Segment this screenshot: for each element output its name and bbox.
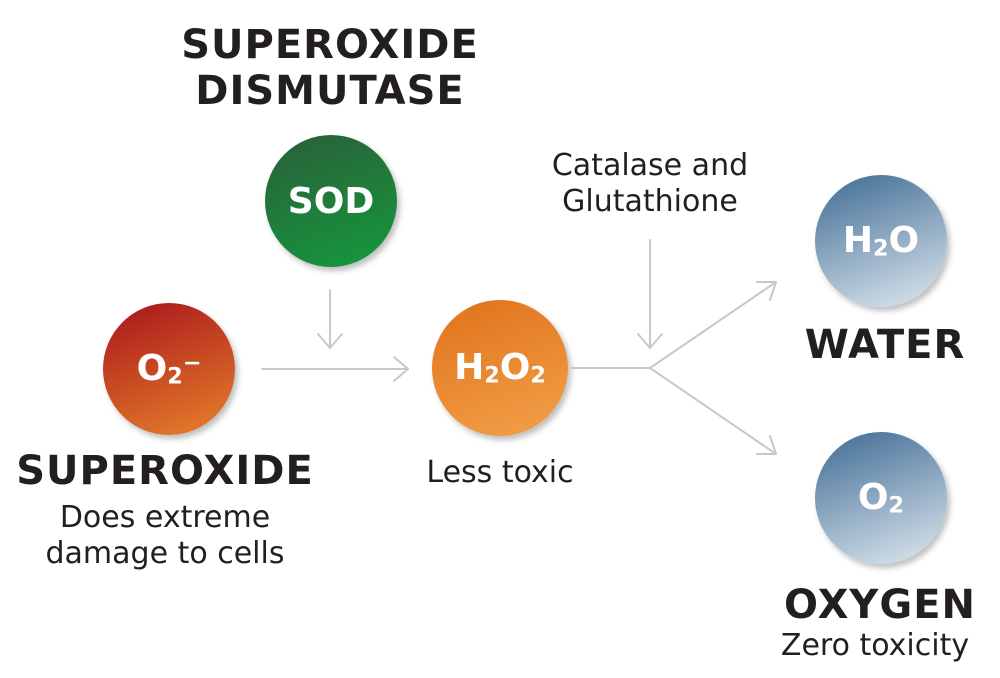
oxygen-caption: Zero toxicity (780, 628, 970, 663)
enzyme-title-line1: SUPEROXIDE (181, 22, 479, 68)
superoxide-caption-line1: Does extreme (59, 500, 271, 535)
superoxide-caption: Does extreme damage to cells (10, 500, 320, 572)
oxygen-formula: O2 (857, 477, 905, 519)
sod-circle: SOD (265, 135, 397, 267)
peroxide-circle: H2O2 (432, 300, 568, 436)
catalysts-label: Catalase and Glutathione (520, 148, 780, 220)
arrow-sod-down (317, 289, 343, 349)
superoxide-formula: O2− (136, 348, 202, 390)
enzyme-title: SUPEROXIDE DISMUTASE (180, 22, 480, 114)
sod-label: SOD (287, 180, 375, 222)
superoxide-title: SUPEROXIDE (16, 448, 314, 494)
catalysts-line2: Glutathione (562, 184, 738, 219)
superoxide-caption-line2: damage to cells (45, 536, 285, 571)
superoxide-circle: O2− (103, 303, 235, 435)
arrow-to-water (649, 281, 777, 369)
arrow-to-oxygen (649, 367, 777, 455)
catalysts-line1: Catalase and (551, 148, 749, 183)
arrow-superoxide-to-peroxide (261, 356, 409, 382)
enzyme-title-line2: DISMUTASE (195, 68, 465, 114)
water-title: WATER (804, 322, 966, 368)
water-circle: H2O (815, 175, 947, 307)
water-formula: H2O (842, 220, 920, 262)
arrow-catalysts-down (637, 239, 663, 349)
peroxide-formula: H2O2 (454, 347, 546, 389)
peroxide-caption: Less toxic (426, 455, 574, 490)
oxygen-circle: O2 (815, 432, 947, 564)
oxygen-title: OXYGEN (783, 582, 976, 628)
